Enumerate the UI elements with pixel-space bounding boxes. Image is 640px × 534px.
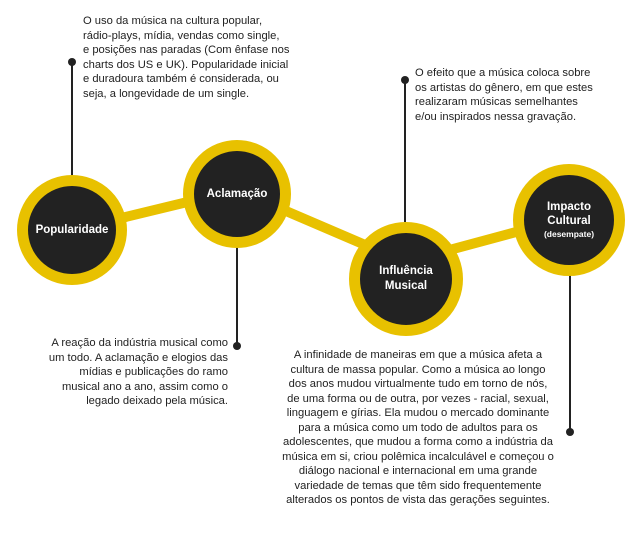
node-influencia-label: Influência Musical [379, 265, 433, 292]
pointer-dot-impacto [566, 428, 574, 436]
desc-influencia: O efeito que a música coloca sobre os ar… [415, 67, 593, 123]
pointer-dot-aclamacao [233, 342, 241, 350]
pointer-dot-influencia [401, 76, 409, 84]
node-impacto-label: Impacto Cultural [546, 200, 592, 228]
desc-aclamacao: A reação da indústria musical como um to… [48, 337, 228, 407]
node-influencia: Influência Musical [349, 222, 463, 336]
node-popularidade: Popularidade [17, 175, 127, 285]
node-impacto: Impacto Cultural (desempate) [513, 164, 625, 276]
pointer-dot-popularidade [68, 58, 76, 66]
timeline-path [70, 185, 570, 267]
node-aclamacao-label: Aclamação [206, 187, 268, 200]
node-popularidade-label: Popularidade [35, 223, 109, 236]
desc-popularidade: O uso da música na cultura popular, rádi… [83, 15, 290, 100]
node-impacto-text: Impacto Cultural (desempate) [544, 200, 594, 241]
node-aclamacao: Aclamação [183, 140, 291, 248]
desc-impacto: A infinidade de maneiras em que a música… [282, 349, 554, 506]
node-impacto-sub: (desempate) [543, 229, 595, 240]
